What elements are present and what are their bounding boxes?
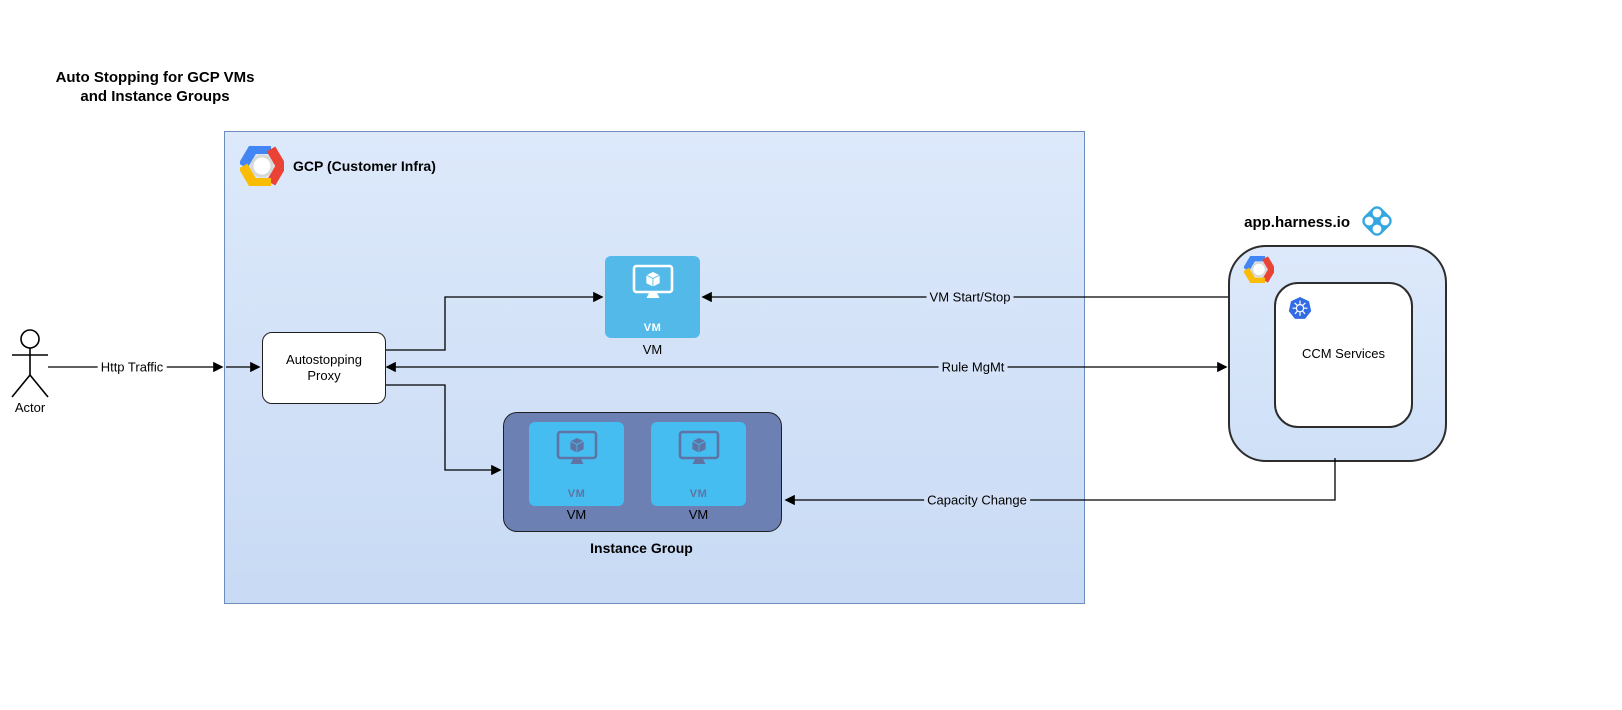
gcp-infra-label: GCP (Customer Infra)	[293, 158, 436, 174]
gcp-logo-icon	[240, 146, 284, 186]
vm-label: VM	[642, 342, 663, 357]
harness-box: CCM Services	[1228, 245, 1447, 462]
ccm-services-label: CCM Services	[1301, 346, 1386, 361]
vm-inner-label: VM	[643, 322, 662, 334]
ccm-services-box: CCM Services	[1274, 282, 1413, 428]
actor-label: Actor	[14, 400, 46, 415]
vm-monitor-icon	[556, 430, 597, 464]
vm-monitor-icon	[632, 264, 673, 298]
diagram-title: Auto Stopping for GCP VMs and Instance G…	[55, 69, 255, 105]
edge-label-vm-start-stop: VM Start/Stop	[926, 288, 1014, 306]
instance-group-box: VM VM VM VM	[503, 412, 782, 532]
vm-monitor-icon	[678, 430, 719, 464]
edge-label-http-traffic: Http Traffic	[97, 358, 167, 376]
harness-logo-icon	[1362, 206, 1392, 236]
vm-label: VM	[688, 507, 709, 522]
instance-group-label: Instance Group	[590, 540, 693, 556]
actor-icon	[11, 329, 49, 398]
edge-label-rule-mgmt: Rule MgMt	[938, 358, 1008, 376]
harness-title: app.harness.io	[1244, 214, 1350, 231]
edge-label-capacity-change: Capacity Change	[924, 491, 1030, 509]
kubernetes-icon	[1288, 297, 1312, 319]
instance-group-vm-node: VM	[651, 422, 746, 506]
gcp-logo-icon	[1244, 256, 1274, 283]
vm-inner-label: VM	[689, 488, 708, 500]
autostopping-proxy-node: Autostopping Proxy	[262, 332, 386, 404]
vm-inner-label: VM	[567, 488, 586, 500]
vm-label: VM	[566, 507, 587, 522]
vm-node: VM	[605, 256, 700, 338]
instance-group-vm-node: VM	[529, 422, 624, 506]
